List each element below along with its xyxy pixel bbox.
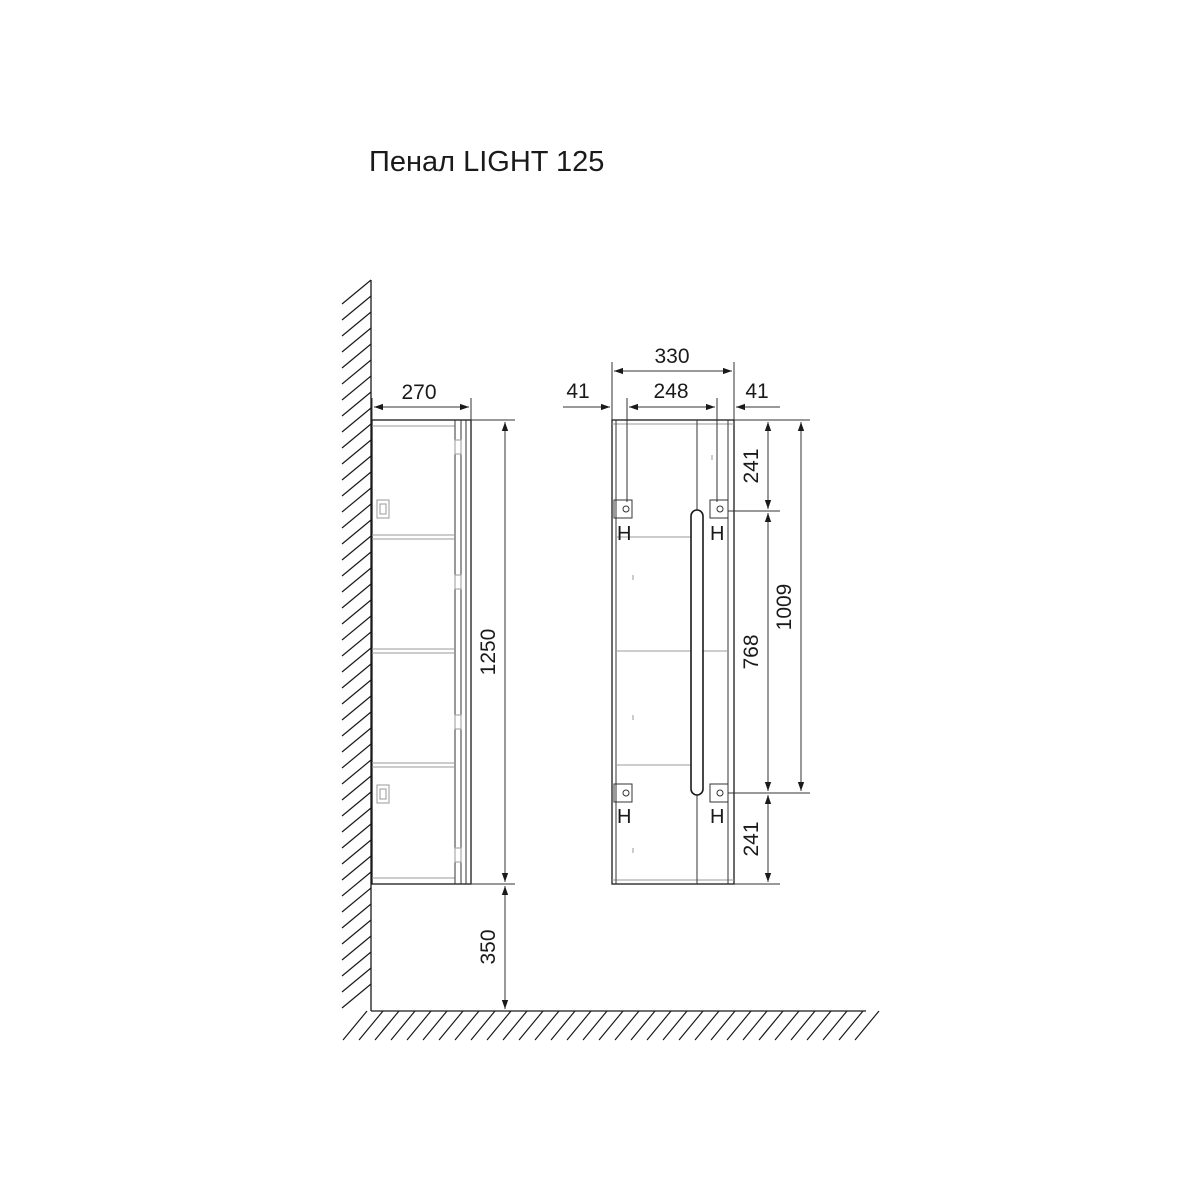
front-width-dimensions: 330 41 248 41 — [563, 345, 780, 420]
front-view-cabinet — [611, 419, 735, 885]
dim-right-offset: 41 — [745, 380, 768, 403]
floor — [342, 1010, 880, 1041]
front-height-dimensions: 241 768 241 1009 — [728, 419, 810, 885]
mount-mark-bottom-right: H — [710, 806, 724, 828]
dim-side-depth: 270 — [401, 381, 436, 404]
mount-bottom-left: H — [613, 783, 633, 828]
mount-mark-bottom-left: H — [617, 806, 631, 828]
side-view-cabinet — [371, 419, 472, 885]
dim-side-height: 1250 — [477, 629, 500, 676]
wall — [341, 279, 372, 1011]
mount-bottom-right: H — [709, 783, 729, 828]
dim-left-offset: 41 — [566, 380, 589, 403]
dim-top-to-mount: 241 — [740, 448, 763, 483]
dim-bottom-to-mount: 241 — [740, 821, 763, 856]
door-handle — [690, 509, 704, 796]
dim-mount-spacing: 768 — [740, 634, 763, 669]
dim-front-width: 330 — [654, 345, 689, 368]
mount-top-left: H — [613, 420, 633, 545]
mount-top-right: H — [709, 420, 729, 545]
drawing-title: Пенал LIGHT 125 — [369, 146, 605, 178]
mount-mark-top-right: H — [710, 523, 724, 545]
dim-total-span: 1009 — [773, 584, 796, 631]
mount-mark-top-left: H — [617, 523, 631, 545]
side-dimensions: 270 1250 350 — [371, 381, 515, 1009]
dim-inner-width: 248 — [653, 380, 688, 403]
dim-floor-gap: 350 — [477, 929, 500, 964]
